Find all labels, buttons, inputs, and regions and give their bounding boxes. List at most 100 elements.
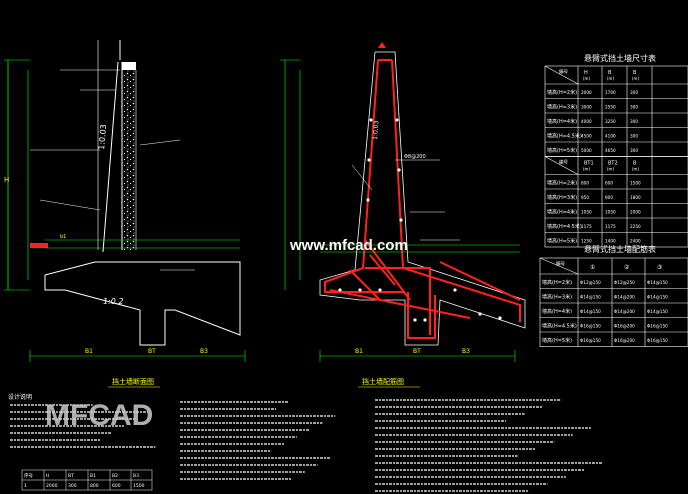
table2-cell: Φ14@200 <box>614 295 635 300</box>
small-table-header: B3 <box>133 473 139 479</box>
table1-cell: 300 <box>630 148 638 153</box>
table1-cell: 4100 <box>605 134 616 139</box>
dim-label-B3: B3 <box>200 348 208 355</box>
table2-cell: Φ14@150 <box>580 309 601 314</box>
middle-section: Φ8@200 1:0.03 B1 BT B3 挡土墙配筋图 <box>280 42 526 388</box>
small-table-header: B1 <box>90 473 96 479</box>
table1b-cell: 900 <box>605 195 613 200</box>
table2-header-id: 编号 <box>556 260 565 267</box>
small-table-cell: 1 <box>24 483 27 489</box>
left-section: H 1:0.2 1:0.03 B1 BT B3 b1 <box>4 40 246 388</box>
dim-label-B1: B1 <box>85 348 93 355</box>
table1-cell: 3000 <box>581 105 592 110</box>
table2-cell: Φ16@150 <box>647 338 668 343</box>
watermark-logo: MFCAD <box>45 399 153 432</box>
table1-title: 悬臂式挡土墙尺寸表 <box>584 53 656 63</box>
table1-row-label: 墙高(H=4.5米) <box>547 133 582 140</box>
small-table-header: H <box>46 473 49 479</box>
small-table-cell: 1500 <box>133 483 145 489</box>
table1b-cell: 2000 <box>630 210 641 215</box>
table1-cell: 300 <box>630 90 638 95</box>
base-slope-label: 1:0.2 <box>103 297 124 306</box>
dim-label-BT-mid: BT <box>413 348 421 355</box>
small-table-cell: 600 <box>112 483 121 489</box>
table1-unit: (m) <box>607 76 614 81</box>
table1b-cell: 1800 <box>630 195 641 200</box>
table1-cell: 1700 <box>605 90 616 95</box>
small-table-header: B2 <box>112 473 118 479</box>
table2-header: ① <box>590 264 595 271</box>
table1b-unit: (m) <box>632 167 639 172</box>
table1b-cell: 1400 <box>605 239 616 244</box>
table1-row-label: 墙高(H=2米) <box>547 89 577 96</box>
table1-header: B <box>633 70 637 76</box>
left-section-title: 挡土墙断面图 <box>112 377 154 386</box>
table1b-row-label: 墙高(H=3米) <box>547 194 577 201</box>
table1-cell: 300 <box>630 105 638 110</box>
table1b-row-label: 墙高(H=4米) <box>547 209 577 216</box>
table2-header: ② <box>624 264 630 271</box>
table2-row-label: 墙高(H=4米) <box>542 308 572 315</box>
table2-cell: Φ16@150 <box>647 324 668 329</box>
dim-label-B3-mid: B3 <box>462 348 470 355</box>
stem-slope-label: 1:0.03 <box>97 124 108 150</box>
table1-header: B <box>608 70 612 76</box>
cap-block <box>122 62 136 70</box>
gravel-backfill <box>123 70 135 250</box>
table1b-unit: (m) <box>583 167 590 172</box>
dim-label-B1-mid: B1 <box>355 348 363 355</box>
table2-title: 悬臂式挡土墙配筋表 <box>584 244 656 254</box>
small-table-cell: 300 <box>68 483 77 489</box>
table1b-cell: 1175 <box>581 224 592 229</box>
table2-cell: Φ14@150 <box>580 295 601 300</box>
table1b-row-label: 墙高(H=2米) <box>547 180 577 187</box>
table1b-header: BT2 <box>608 161 618 167</box>
table1b-cell: 2400 <box>630 239 641 244</box>
table1b-unit: (m) <box>607 167 614 172</box>
table1-unit: (m) <box>583 76 590 81</box>
table2-cell: Φ16@150 <box>580 324 601 329</box>
ground-marker <box>30 243 48 248</box>
table1-cell: 5000 <box>581 148 592 153</box>
table1-row-label: 墙高(H=3米) <box>547 104 577 111</box>
table1b-row-label: 墙高(H=4.5米) <box>547 223 582 230</box>
table2-cell: Φ14@200 <box>614 309 635 314</box>
table1-cell: 4650 <box>605 148 616 153</box>
small-table-cell: 800 <box>90 483 99 489</box>
table1b-cell: 950 <box>581 195 589 200</box>
middle-section-title: 挡土墙配筋图 <box>362 377 404 386</box>
table2-row-label: 墙高(H=5米) <box>542 337 572 344</box>
table1-header-id: 编号 <box>559 68 568 75</box>
table1b-cell: 800 <box>581 181 589 186</box>
table2-cell: Φ12@250 <box>614 280 635 285</box>
table1b-cell: 2250 <box>630 224 641 229</box>
table1-cell: 3250 <box>605 119 616 124</box>
table1b-cell: 1050 <box>605 210 616 215</box>
table1-cell: 300 <box>630 134 638 139</box>
table1-row-label: 墙高(H=4米) <box>547 118 577 125</box>
watermark-url: www.mfcad.com <box>289 237 408 254</box>
table1b-cell: 600 <box>605 181 613 186</box>
small-table-header: 序号 <box>24 472 33 479</box>
rebar-markers <box>338 118 502 322</box>
table2-cell: Φ14@150 <box>647 295 668 300</box>
table2-row-label: 墙高(H=3米) <box>542 294 572 301</box>
table1b-header: B <box>633 161 637 167</box>
table2-cell: Φ16@200 <box>614 324 635 329</box>
table1-cell: 300 <box>630 119 638 124</box>
rebar-group <box>324 59 521 339</box>
table1b-header: BT1 <box>584 161 594 167</box>
rebar-spec-label: Φ8@200 <box>404 154 426 160</box>
notes-heading: 设计说明 <box>8 393 32 401</box>
table2-row-label: 墙高(H=4.5米) <box>542 323 577 330</box>
small-table-cell: 2000 <box>46 483 58 489</box>
dim-label-BT: BT <box>148 348 156 355</box>
table2-row-label: 墙高(H=2米) <box>542 279 572 286</box>
table1b-cell: 1250 <box>581 239 592 244</box>
table1-row-label: 墙高(H=5米) <box>547 147 577 154</box>
table1-cell: 2000 <box>581 90 592 95</box>
table2-cell: Φ12@150 <box>580 280 601 285</box>
